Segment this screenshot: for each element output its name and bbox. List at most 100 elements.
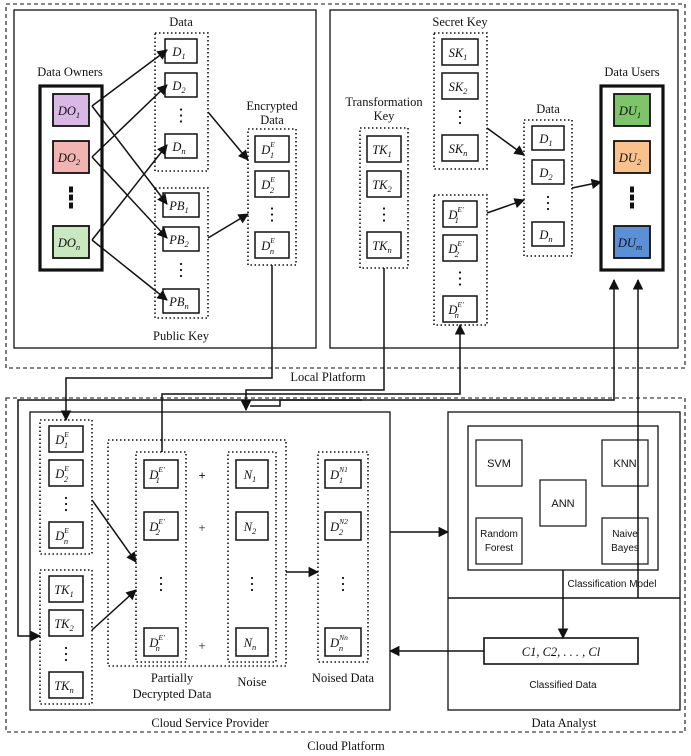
data-analyst-label: Data Analyst xyxy=(532,716,597,730)
transformation-key-item-ellipsis xyxy=(382,207,386,222)
transformation-key-item-3: TKn xyxy=(366,231,402,259)
svg-text:Dn: Dn xyxy=(171,140,185,156)
data-analyst-panel xyxy=(447,411,681,711)
csp-label: Cloud Service Provider xyxy=(151,716,269,730)
data-owner-2: DO2 xyxy=(52,140,90,174)
svg-text:D1: D1 xyxy=(171,45,185,61)
user-data-item-2: D2 xyxy=(531,159,565,185)
secret-key-item-3: SKn xyxy=(441,134,479,162)
svg-text:Random: Random xyxy=(480,529,518,540)
svg-text:Forest: Forest xyxy=(485,543,514,554)
encrypted-data-title-1: Encrypted xyxy=(246,99,298,113)
svg-text:DO1: DO1 xyxy=(57,104,80,120)
svg-text:DEn: DEn xyxy=(260,236,275,256)
svg-text:DE1: DE1 xyxy=(54,430,69,450)
svg-text:DE1: DE1 xyxy=(260,140,275,160)
svg-text:Naive: Naive xyxy=(612,529,638,540)
noise-item-ellipsis xyxy=(250,576,254,592)
classification-model-label: Classification Model xyxy=(568,579,657,590)
data-users-group xyxy=(599,84,665,272)
svg-text:Bayes: Bayes xyxy=(611,543,639,554)
secret-key-item-ellipsis xyxy=(458,109,462,125)
public-key-title: Public Key xyxy=(153,329,210,343)
plus-1: + xyxy=(198,469,205,483)
svg-text:N1: N1 xyxy=(243,468,257,484)
svg-text:SK1: SK1 xyxy=(449,46,468,62)
svg-text:D2: D2 xyxy=(538,166,553,182)
noise-item-1: N1 xyxy=(235,459,269,489)
cloud-platform-frame xyxy=(5,397,686,733)
svg-text:TK1: TK1 xyxy=(54,583,74,599)
svg-text:DO2: DO2 xyxy=(57,151,81,167)
data-user-2: DU2 xyxy=(613,140,651,174)
svg-text:D2: D2 xyxy=(171,79,186,95)
partially-decrypted-noise-group xyxy=(107,439,287,667)
public-key-item-2: PB2 xyxy=(162,226,200,252)
csp-encrypted-group xyxy=(39,419,93,555)
svg-text:ANN: ANN xyxy=(551,498,574,510)
random-forest-node: Random Forest xyxy=(475,517,523,565)
noised-data-title: Noised Data xyxy=(312,671,375,685)
naive-bayes-node: Naive Bayes xyxy=(601,517,649,565)
connectors xyxy=(17,49,644,657)
svg-text:SKn: SKn xyxy=(449,142,468,158)
data-item-ellipsis xyxy=(179,108,183,123)
public-key-group xyxy=(154,187,209,319)
partially-decrypted-title-2: Decrypted Data xyxy=(133,687,212,701)
transformation-key-title-2: Key xyxy=(374,109,396,123)
partial-data-item-1: DE'1 xyxy=(442,200,478,228)
svg-text:DE2: DE2 xyxy=(260,175,275,195)
noise-item-2: N2 xyxy=(235,511,269,541)
partial-data-item-3: DE'n xyxy=(442,295,478,323)
plus-2: + xyxy=(198,521,205,535)
secret-key-item-1: SK1 xyxy=(441,38,479,66)
partial-data-items: DE'1DE'2DE'n xyxy=(442,200,478,323)
svg-text:N2: N2 xyxy=(243,520,257,536)
partial-data-item-2: DE'2 xyxy=(442,234,478,262)
svg-text:DE'2: DE'2 xyxy=(148,517,165,537)
plus-3: + xyxy=(198,639,205,653)
csp-tk-item-ellipsis xyxy=(64,646,68,662)
svg-text:D1: D1 xyxy=(538,132,552,148)
svg-text:TK2: TK2 xyxy=(372,178,392,194)
csp-panel xyxy=(29,411,391,711)
secret-key-item-2: SK2 xyxy=(441,72,479,100)
data-item-2: D2 xyxy=(164,72,198,98)
svg-text:Nn: Nn xyxy=(243,636,257,652)
data-owner-1: DO1 xyxy=(52,93,90,127)
local-right-panel xyxy=(329,9,679,349)
svg-text:SK2: SK2 xyxy=(449,80,469,96)
data-owner-3: DOn xyxy=(52,225,90,259)
public-key-item-3: PBn xyxy=(162,288,200,314)
user-data-item-ellipsis xyxy=(546,195,550,211)
classified-data-formula: C1, C2, . . . , Cl xyxy=(522,645,601,659)
svg-text:DE'n: DE'n xyxy=(148,633,165,653)
noise-item-3: Nn xyxy=(235,627,269,657)
svg-text:DE'n: DE'n xyxy=(447,300,464,320)
csp-tk-item-1: TK1 xyxy=(48,575,84,603)
partially-decrypted-title-1: Partially xyxy=(151,671,194,685)
secret-key-title: Secret Key xyxy=(432,15,488,29)
partial-data-item-ellipsis xyxy=(458,271,462,286)
csp-tk-item-3: TKn xyxy=(48,671,84,699)
ann-node: ANN xyxy=(539,479,587,527)
csp-encrypted-item-ellipsis xyxy=(64,496,68,512)
data-owner-ellipsis xyxy=(69,186,73,209)
